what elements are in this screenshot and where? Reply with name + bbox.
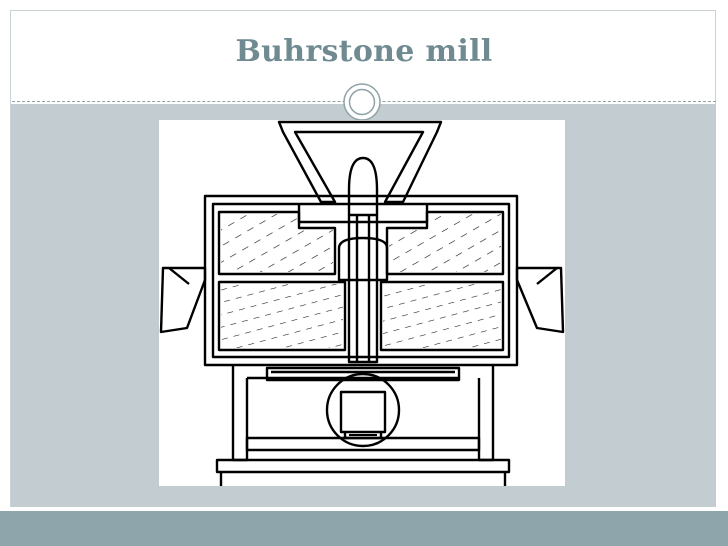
buhrstone-mill-diagram — [159, 120, 565, 486]
footer-band — [0, 511, 728, 546]
spindle-bearing — [345, 431, 381, 436]
slide-title: Buhrstone mill — [235, 34, 493, 69]
circle-ornament-icon — [343, 83, 381, 121]
mill-outline — [159, 120, 565, 486]
